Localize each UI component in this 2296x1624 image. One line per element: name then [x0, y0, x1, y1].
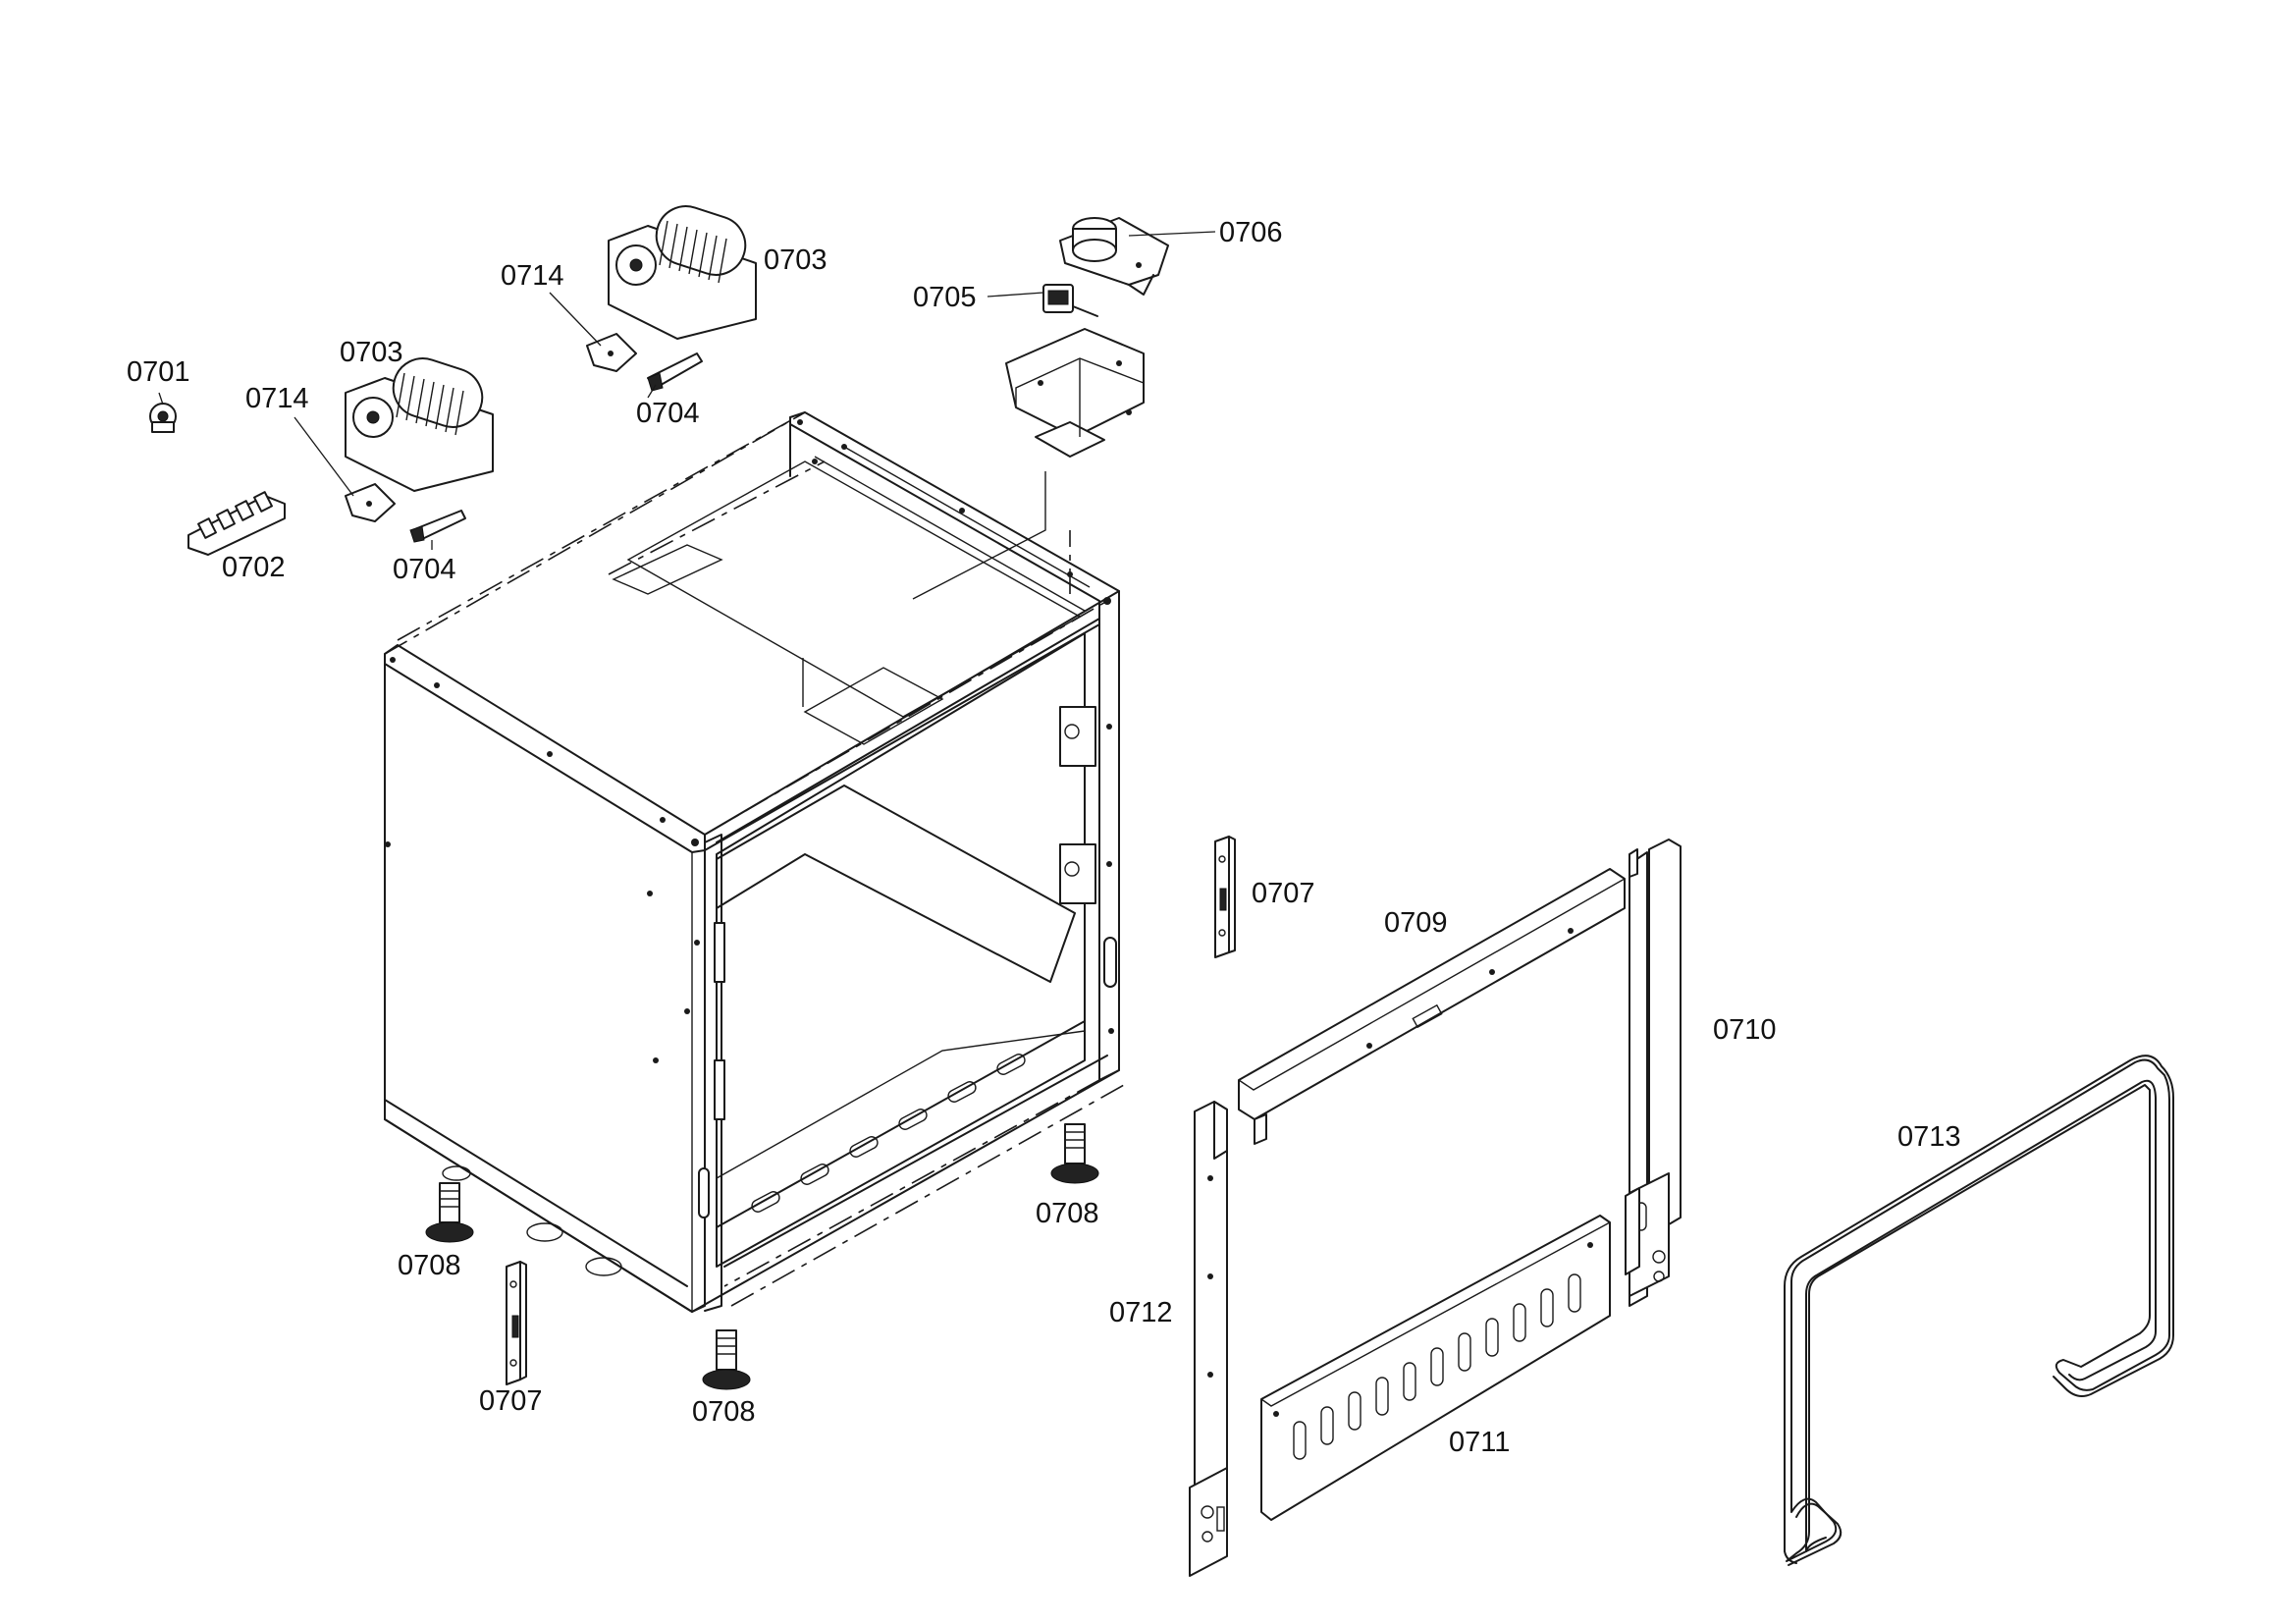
label-0704-upper: 0704 — [636, 398, 700, 429]
hinge-receiver-lower — [506, 1261, 527, 1385]
label-0706: 0706 — [1219, 217, 1283, 248]
right-side-rail — [1625, 839, 1682, 1307]
hinge-receiver-upper — [1214, 836, 1236, 958]
label-0704-lower: 0704 — [393, 554, 456, 585]
leveling-foot-middle — [702, 1329, 751, 1390]
door-lock-motor — [1059, 217, 1169, 296]
clip-lower — [409, 510, 466, 543]
terminal-block — [187, 491, 286, 556]
label-0703-lower: 0703 — [340, 337, 403, 368]
label-0705: 0705 — [913, 282, 977, 313]
label-0702: 0702 — [222, 552, 286, 583]
cabinet-frame — [384, 411, 1125, 1313]
leveling-foot-right — [1050, 1123, 1099, 1184]
label-0707-upper: 0707 — [1252, 878, 1315, 909]
fan-bracket-lower — [345, 483, 396, 522]
leader-lines — [158, 231, 1216, 550]
front-top-rail — [1238, 868, 1626, 1145]
label-0709: 0709 — [1384, 907, 1448, 939]
label-0707-lower: 0707 — [479, 1385, 543, 1417]
label-0711: 0711 — [1449, 1427, 1510, 1458]
label-0713: 0713 — [1897, 1121, 1961, 1153]
label-0701: 0701 — [127, 356, 190, 388]
kickplate — [1260, 1215, 1611, 1521]
label-0714-lower: 0714 — [245, 383, 309, 414]
clip-upper — [647, 352, 703, 392]
part-labels: 0701 0702 0703 0703 0704 0704 0705 0706 … — [127, 217, 1961, 1458]
label-0714-upper: 0714 — [501, 260, 564, 292]
label-0703-upper: 0703 — [764, 244, 828, 276]
cooling-fan-lower — [345, 357, 494, 492]
door-lock-switch — [1042, 284, 1098, 317]
thermostat-knob — [149, 403, 177, 433]
fan-bracket-upper — [586, 333, 637, 372]
cooling-fan-upper — [608, 205, 757, 340]
leveling-foot-left — [425, 1182, 474, 1243]
label-0708-left: 0708 — [398, 1250, 461, 1281]
label-0708-right: 0708 — [1036, 1198, 1099, 1229]
shield-cover — [1005, 328, 1145, 458]
label-0708-middle: 0708 — [692, 1396, 756, 1428]
label-0712: 0712 — [1109, 1297, 1173, 1328]
wire-frame — [1784, 1055, 2174, 1566]
left-side-rail — [1189, 1101, 1228, 1577]
label-0710: 0710 — [1713, 1014, 1777, 1046]
